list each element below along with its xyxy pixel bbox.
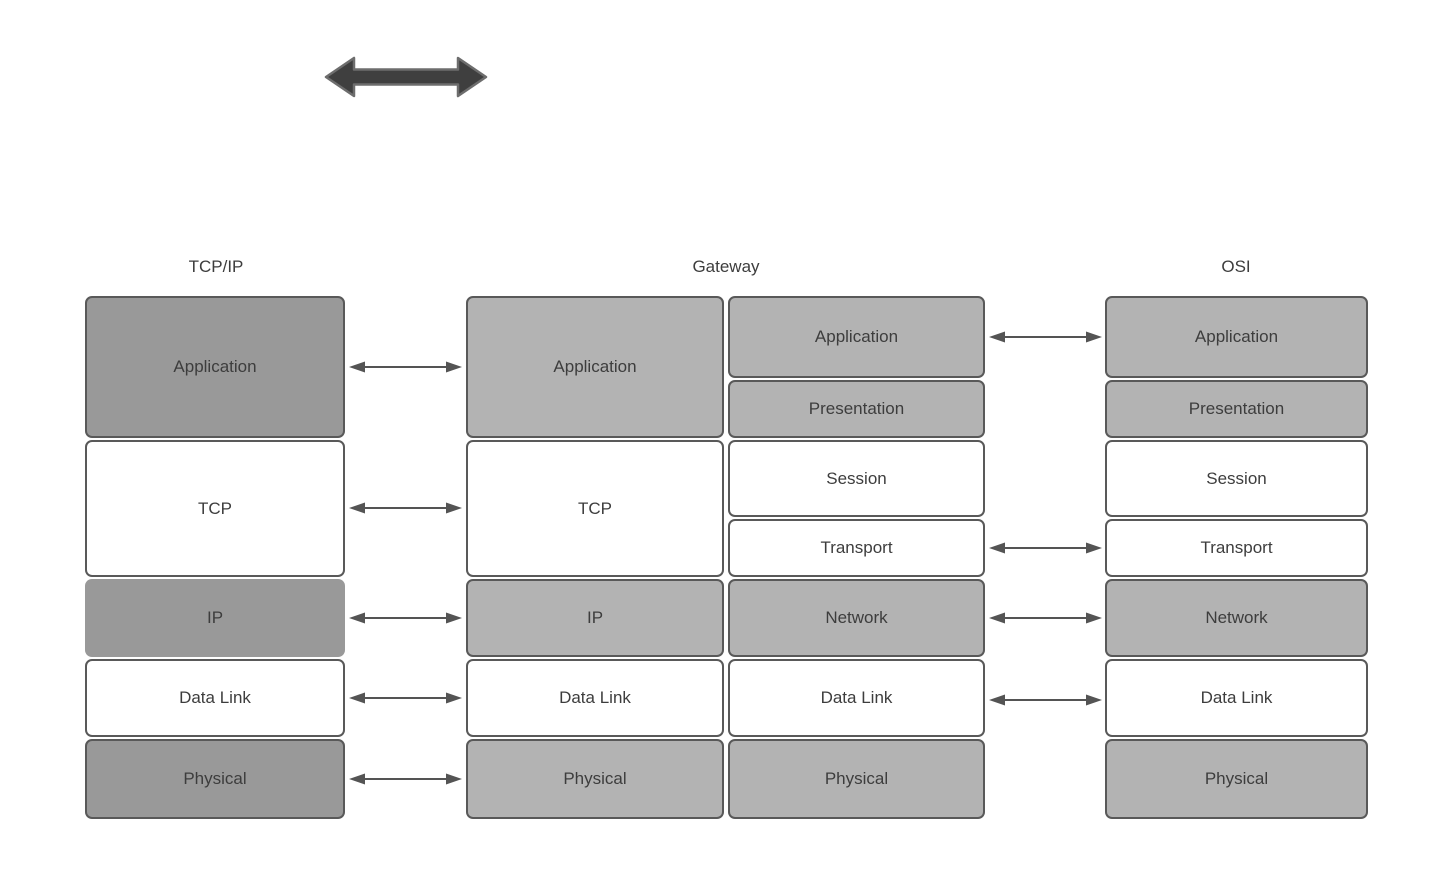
column-header-osi: OSI bbox=[1221, 257, 1251, 276]
layer-label: Network bbox=[825, 608, 888, 627]
layer-label: Session bbox=[1206, 468, 1267, 488]
layer-box-tcpip-ip: IP bbox=[85, 579, 345, 657]
layer-box-gateway-right-session: Session bbox=[728, 440, 985, 517]
layer-label: Application bbox=[173, 357, 257, 376]
layer-box-gateway-right-transport: Transport bbox=[728, 519, 985, 577]
layer-box-osi-data-link: Data Link bbox=[1105, 659, 1368, 737]
double-arrow-connector bbox=[989, 694, 1102, 706]
layer-label: Data Link bbox=[559, 688, 631, 707]
double-arrow-connector bbox=[349, 361, 462, 373]
layer-label: Transport bbox=[1200, 538, 1273, 557]
layer-box-osi-transport: Transport bbox=[1105, 519, 1368, 577]
layer-box-tcpip-application: Application bbox=[85, 296, 345, 438]
layer-label: IP bbox=[586, 608, 604, 627]
layer-box-osi-physical: Physical bbox=[1105, 739, 1368, 819]
layer-box-osi-application: Application bbox=[1105, 296, 1368, 378]
double-arrow-connector bbox=[989, 331, 1102, 343]
layer-label: Physical bbox=[563, 769, 627, 788]
double-arrow-icon bbox=[324, 56, 488, 98]
layer-label: Data Link bbox=[820, 688, 893, 707]
layer-label: Data Link bbox=[1200, 688, 1273, 707]
layer-box-gateway-right-data-link: Data Link bbox=[728, 659, 985, 737]
layer-label: Network bbox=[1205, 608, 1268, 627]
layer-label: TCP bbox=[198, 498, 232, 518]
layer-box-tcpip-data-link: Data Link bbox=[85, 659, 345, 737]
layer-label: Application bbox=[814, 327, 899, 346]
layer-label: Presentation bbox=[1188, 399, 1285, 418]
layer-label: Physical bbox=[183, 769, 247, 788]
layer-label: TCP bbox=[578, 498, 612, 518]
layer-box-tcpip-tcp: TCP bbox=[85, 440, 345, 577]
layer-box-gateway-left-application: Application bbox=[466, 296, 724, 438]
layer-box-osi-presentation: Presentation bbox=[1105, 380, 1368, 438]
layer-label: Physical bbox=[824, 769, 889, 788]
layer-box-gateway-left-physical: Physical bbox=[466, 739, 724, 819]
layer-label: Session bbox=[826, 468, 887, 488]
layer-box-osi-network: Network bbox=[1105, 579, 1368, 657]
layer-label: Transport bbox=[820, 538, 893, 557]
double-arrow-connector bbox=[349, 773, 462, 785]
column-header-tcpip: TCP/IP bbox=[188, 257, 244, 276]
layer-label: Physical bbox=[1204, 769, 1269, 788]
column-header-gateway: Gateway bbox=[692, 257, 760, 276]
double-arrow-shape bbox=[324, 56, 488, 98]
double-arrow-connector bbox=[989, 612, 1102, 624]
double-arrow-connector bbox=[349, 502, 462, 514]
layer-box-gateway-right-presentation: Presentation bbox=[728, 380, 985, 438]
layer-box-gateway-right-application: Application bbox=[728, 296, 985, 378]
layer-box-osi-session: Session bbox=[1105, 440, 1368, 517]
layer-box-gateway-left-ip: IP bbox=[466, 579, 724, 657]
layer-label: Data Link bbox=[179, 688, 251, 707]
layer-label: Application bbox=[1194, 327, 1279, 346]
double-arrow-connector bbox=[349, 692, 462, 704]
layer-box-gateway-left-data-link: Data Link bbox=[466, 659, 724, 737]
layer-label: Application bbox=[553, 357, 637, 376]
layer-box-gateway-left-tcp: TCP bbox=[466, 440, 724, 577]
layer-box-tcpip-physical: Physical bbox=[85, 739, 345, 819]
double-arrow-connector bbox=[989, 542, 1102, 554]
layer-label: Presentation bbox=[808, 399, 905, 418]
layer-box-gateway-right-network: Network bbox=[728, 579, 985, 657]
layer-box-gateway-right-physical: Physical bbox=[728, 739, 985, 819]
layer-label: IP bbox=[206, 608, 224, 627]
double-arrow-connector bbox=[349, 612, 462, 624]
